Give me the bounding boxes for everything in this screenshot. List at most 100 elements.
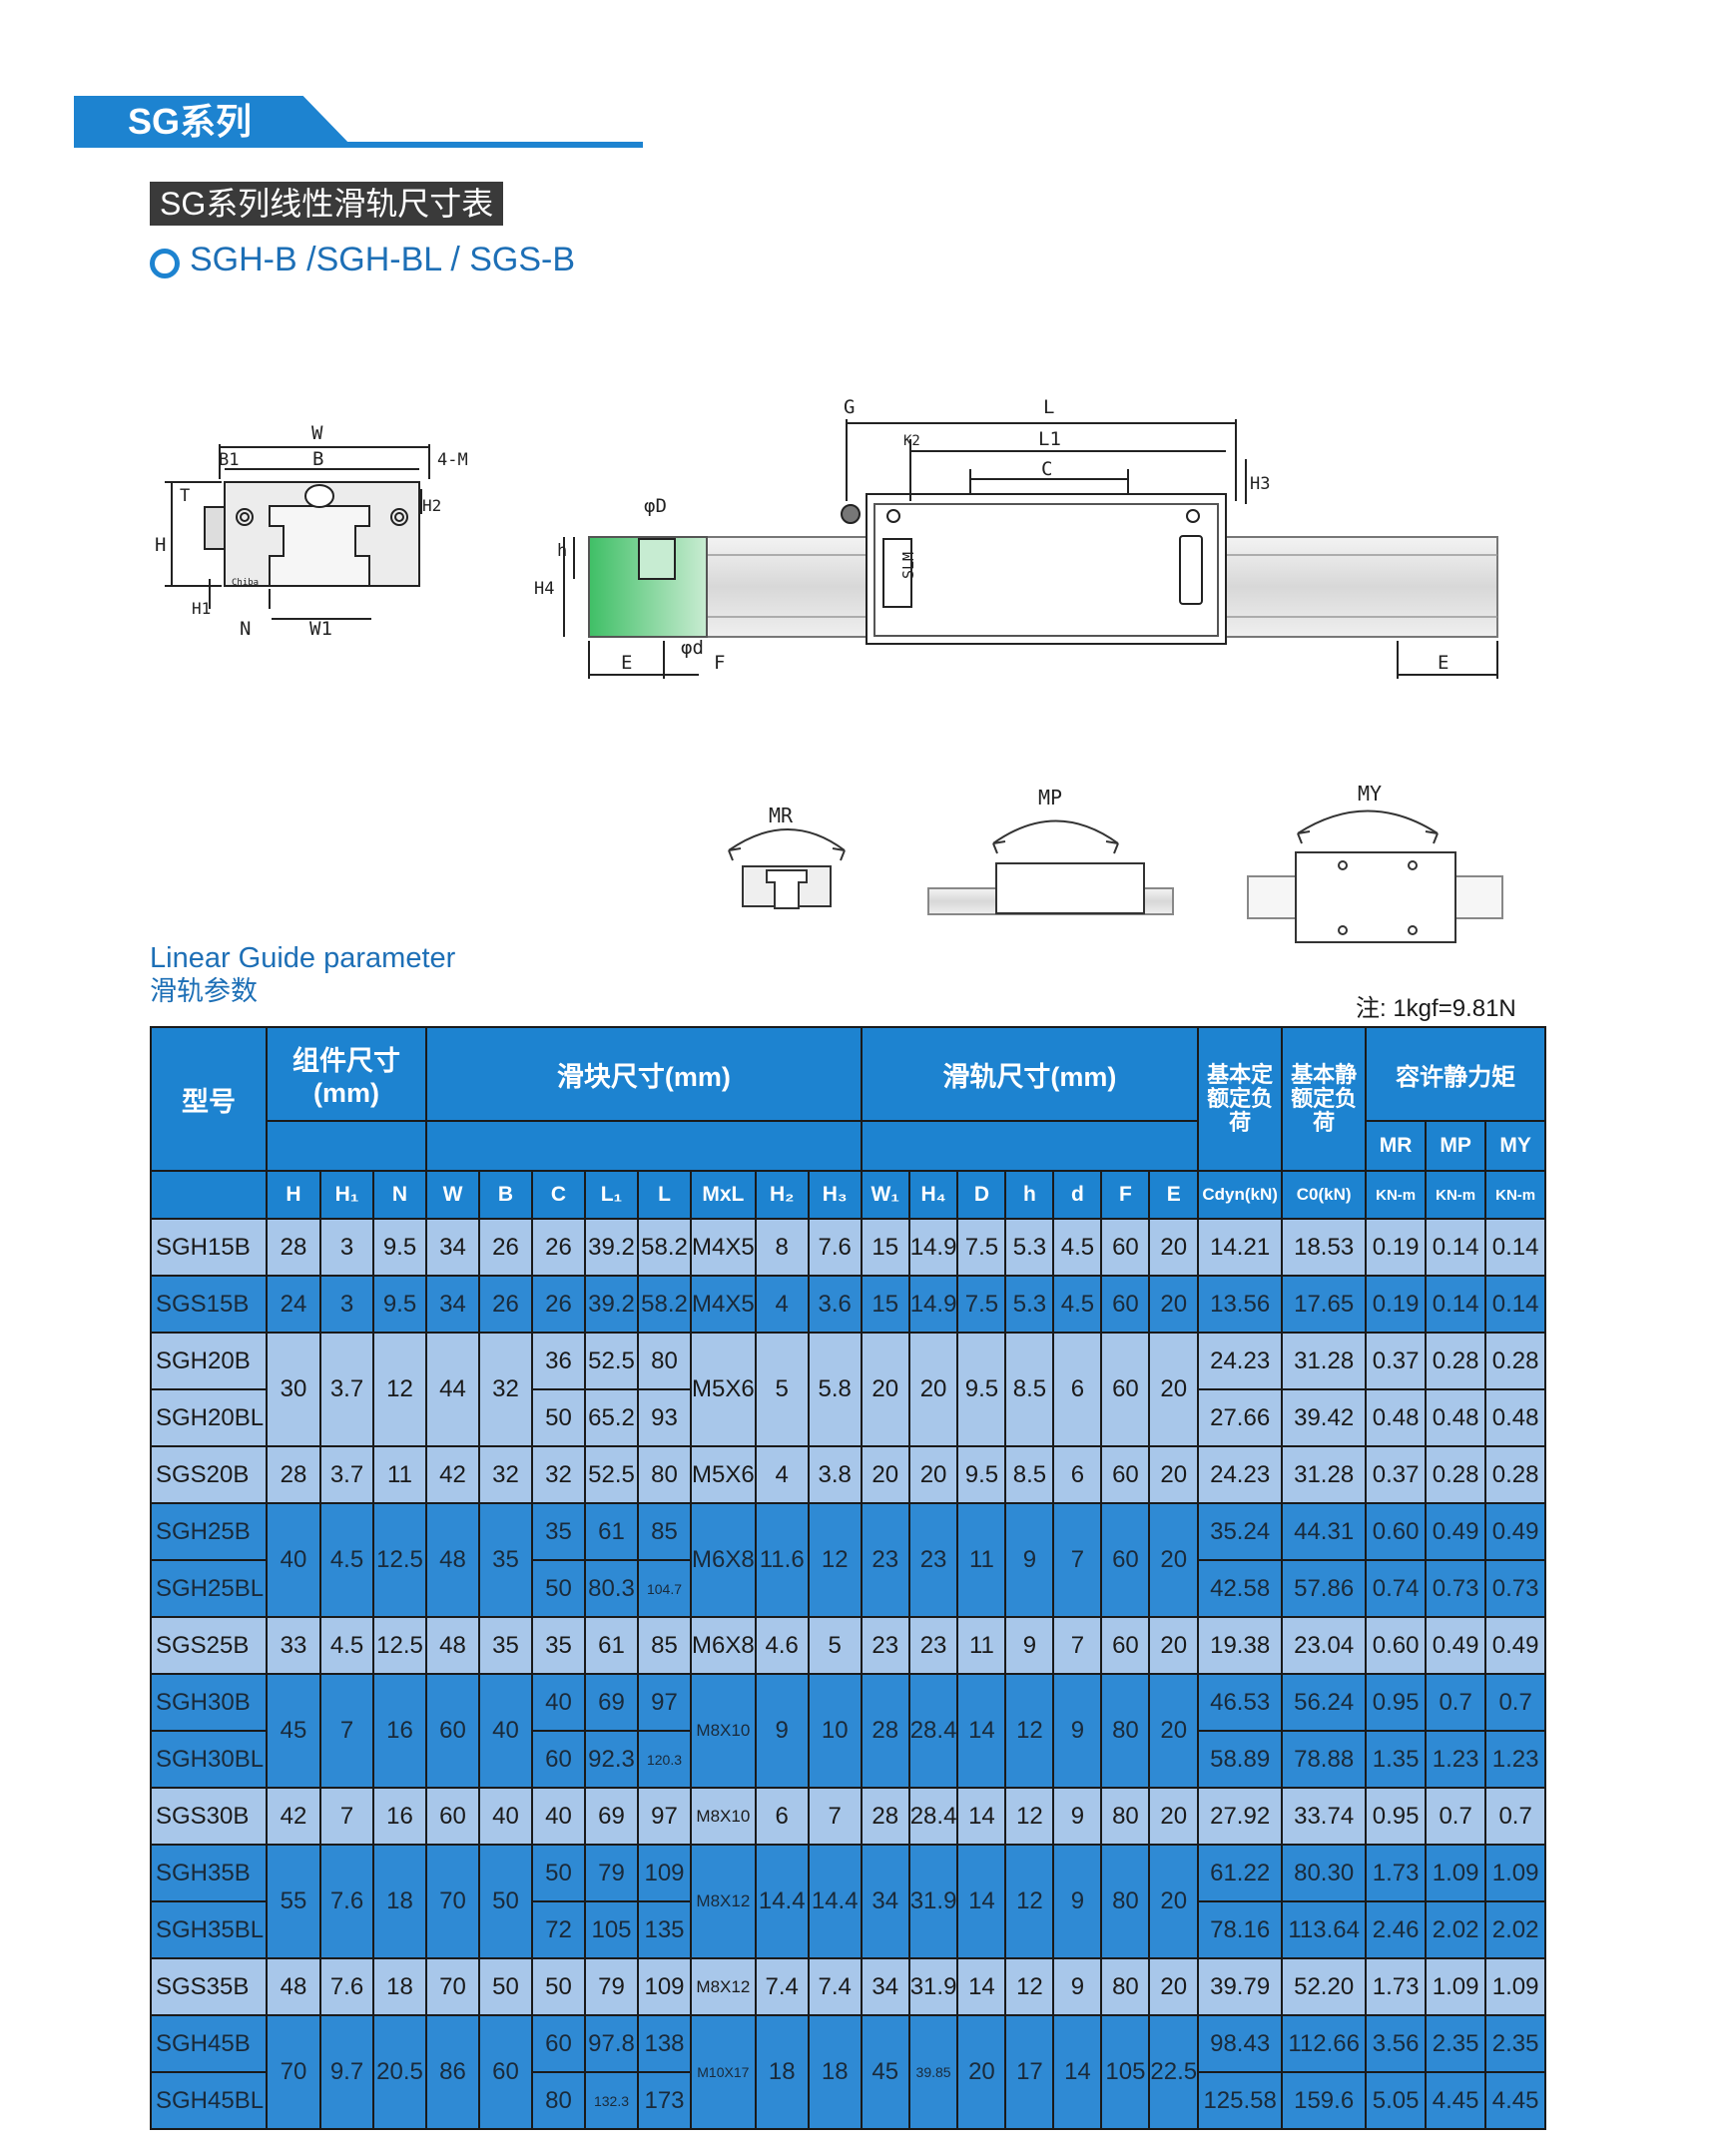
section-title-bar (74, 96, 353, 148)
cell-c: 35 (531, 1616, 586, 1675)
moment-mp-drawing (927, 819, 1174, 915)
cell-w1: 28 (860, 1673, 910, 1789)
cell-h: 45 (266, 1673, 321, 1789)
cell-n: 20.5 (372, 2014, 427, 2130)
cell-w1: 23 (860, 1616, 910, 1675)
cell-c: 60 (531, 1730, 586, 1789)
cell-l1: 97.8 (584, 2014, 639, 2073)
cell-b: 40 (478, 1673, 533, 1789)
cell-c0: 112.66 (1281, 2014, 1368, 2073)
cell-l: 109 (637, 1844, 692, 1902)
cell-b: 50 (478, 1844, 533, 1959)
model-cell: SGH30BL (150, 1730, 268, 1789)
cell-l: 97 (637, 1673, 692, 1732)
dim-label-h4: H4 (534, 579, 554, 599)
cell-d: 4.5 (1052, 1218, 1103, 1277)
cell-e: 20 (1148, 1673, 1200, 1789)
cell-f: 80 (1100, 1787, 1151, 1846)
column-header: H₃ (807, 1170, 863, 1220)
model-cell: SGH30B (150, 1673, 268, 1732)
cell-h4: 31.9 (907, 1844, 959, 1959)
model-cell: SGS25B (150, 1616, 268, 1675)
cell-f: 80 (1100, 1673, 1151, 1789)
cell-cdyn: 78.16 (1197, 1900, 1284, 1959)
model-cell: SGH20BL (150, 1388, 268, 1447)
dim-label-h3: H3 (1250, 474, 1270, 494)
cell-c: 60 (531, 2014, 586, 2073)
cell-w1: 15 (860, 1218, 910, 1277)
cell-c: 80 (531, 2071, 586, 2130)
model-list: SGH-B /SGH-BL / SGS-B (190, 241, 576, 278)
cell-l: 97 (637, 1787, 692, 1846)
cell-my: 0.7 (1484, 1787, 1547, 1846)
column-header: C0(kN) (1281, 1170, 1368, 1220)
model-cell: SGH25BL (150, 1559, 268, 1618)
cell-h3: 5.8 (807, 1332, 863, 1447)
cell-h4: 23 (907, 1502, 959, 1618)
cell-mp: 0.14 (1425, 1218, 1487, 1277)
cell-mp: 0.7 (1425, 1787, 1487, 1846)
moment-label-mr: MR (769, 804, 794, 827)
cell-c: 35 (531, 1502, 586, 1561)
header-dynamic-load: 基本定额定负荷 (1197, 1026, 1284, 1172)
model-cell: SGS20B (150, 1445, 268, 1504)
column-header: d (1052, 1170, 1103, 1220)
cell-l1: 69 (584, 1673, 639, 1732)
model-cell: SGH35BL (150, 1900, 268, 1959)
model-cell: SGH15B (150, 1218, 268, 1277)
cell-mp: 1.09 (1425, 1957, 1487, 2016)
cell-my: 0.49 (1484, 1616, 1547, 1675)
model-cell: SGH45BL (150, 2071, 268, 2130)
cell-c0: 52.20 (1281, 1957, 1368, 2016)
cell-h: 42 (266, 1787, 321, 1846)
cell-b: 50 (478, 1957, 533, 2016)
cell-h1: 4.5 (319, 1616, 374, 1675)
cell-n: 12.5 (372, 1502, 427, 1618)
cell-c0: 56.24 (1281, 1673, 1368, 1732)
column-header: Cdyn(kN) (1197, 1170, 1284, 1220)
cell-h: 17 (1004, 2014, 1055, 2130)
dim-label-w: W (311, 422, 323, 444)
cell-b: 26 (478, 1275, 533, 1334)
dim-label-h: H (155, 534, 166, 556)
cell-h: 12 (1004, 1673, 1055, 1789)
cell-h1: 3 (319, 1275, 374, 1334)
cell-h: 8.5 (1004, 1445, 1055, 1504)
cell-b: 32 (478, 1332, 533, 1447)
cell-d: 9 (1052, 1673, 1103, 1789)
cell-n: 9.5 (372, 1218, 427, 1277)
moment-my-drawing (1247, 809, 1503, 943)
header-assembly: 组件尺寸 (mm) (266, 1026, 427, 1122)
cell-c0: 39.42 (1281, 1388, 1368, 1447)
cell-cdyn: 125.58 (1197, 2071, 1284, 2130)
cell-h2: 18 (754, 2014, 810, 2130)
cell-f: 60 (1100, 1616, 1151, 1675)
cell-c0: 57.86 (1281, 1559, 1368, 1618)
cell-mp: 0.28 (1425, 1332, 1487, 1390)
column-header: KN-m (1484, 1170, 1547, 1220)
column-header: H₁ (319, 1170, 374, 1220)
cell-l: 80 (637, 1332, 692, 1390)
cell-my: 0.7 (1484, 1673, 1547, 1732)
header-model: 型号 (150, 1026, 268, 1172)
dim-label-g: G (844, 396, 855, 418)
cell-w1: 23 (860, 1502, 910, 1618)
cell-my: 0.73 (1484, 1559, 1547, 1618)
cell-h: 12 (1004, 1787, 1055, 1846)
cell-l: 120.3 (637, 1730, 692, 1789)
cell-w: 34 (425, 1218, 480, 1277)
cell-c: 26 (531, 1275, 586, 1334)
cell-h2: 6 (754, 1787, 810, 1846)
cell-h1: 3 (319, 1218, 374, 1277)
cell-my: 0.48 (1484, 1388, 1547, 1447)
dim-label-f: F (714, 652, 725, 674)
block-brand-label: SLM (899, 552, 917, 579)
cell-n: 18 (372, 1844, 427, 1959)
cell-h: 30 (266, 1332, 321, 1447)
cell-b: 26 (478, 1218, 533, 1277)
cell-e: 20 (1148, 1787, 1200, 1846)
dim-label-l: L (1043, 396, 1054, 418)
cell-w: 60 (425, 1787, 480, 1846)
column-header: KN-m (1425, 1170, 1487, 1220)
